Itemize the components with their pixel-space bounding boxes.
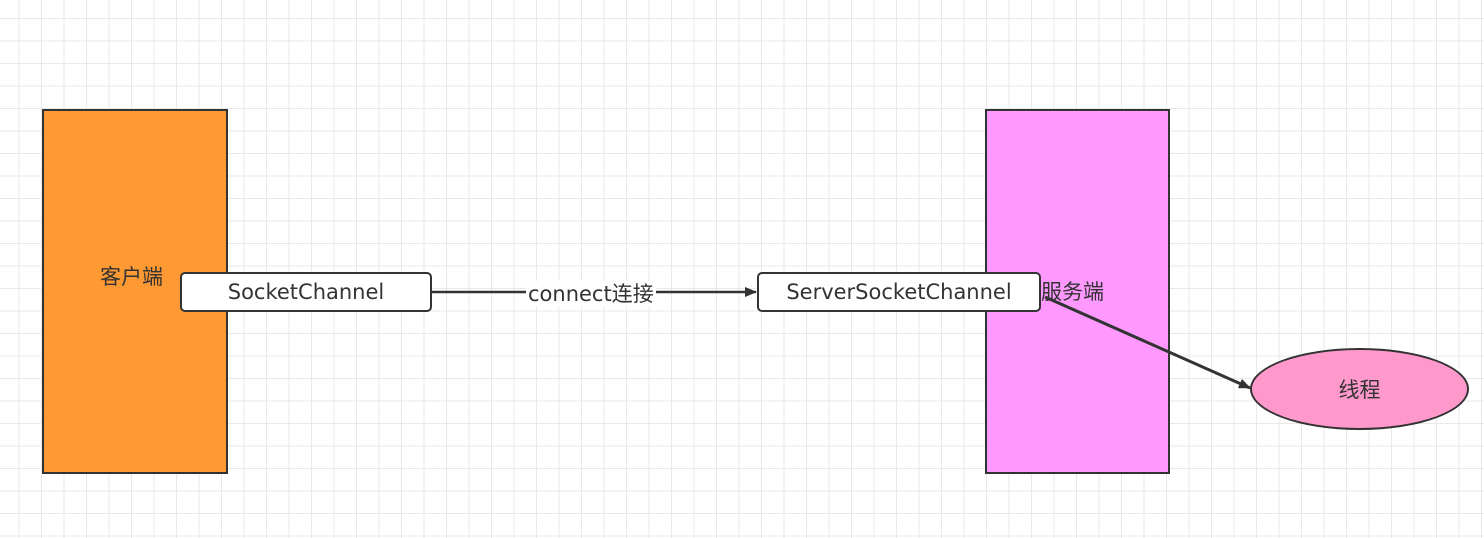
serversocketchannel-box[interactable]: ServerSocketChannel bbox=[757, 272, 1041, 312]
socketchannel-label: SocketChannel bbox=[227, 280, 385, 304]
thread-label: 线程 bbox=[1338, 378, 1381, 402]
thread-ellipse[interactable]: 线程 bbox=[1250, 348, 1469, 430]
thread-arrow bbox=[1044, 295, 1251, 390]
serversocketchannel-label: ServerSocketChannel bbox=[786, 280, 1012, 304]
socketchannel-box[interactable]: SocketChannel bbox=[180, 272, 432, 312]
connect-edge-label: connect连接 bbox=[526, 281, 656, 307]
server-label: 服务端 bbox=[1041, 280, 1104, 304]
client-label: 客户端 bbox=[100, 265, 163, 289]
